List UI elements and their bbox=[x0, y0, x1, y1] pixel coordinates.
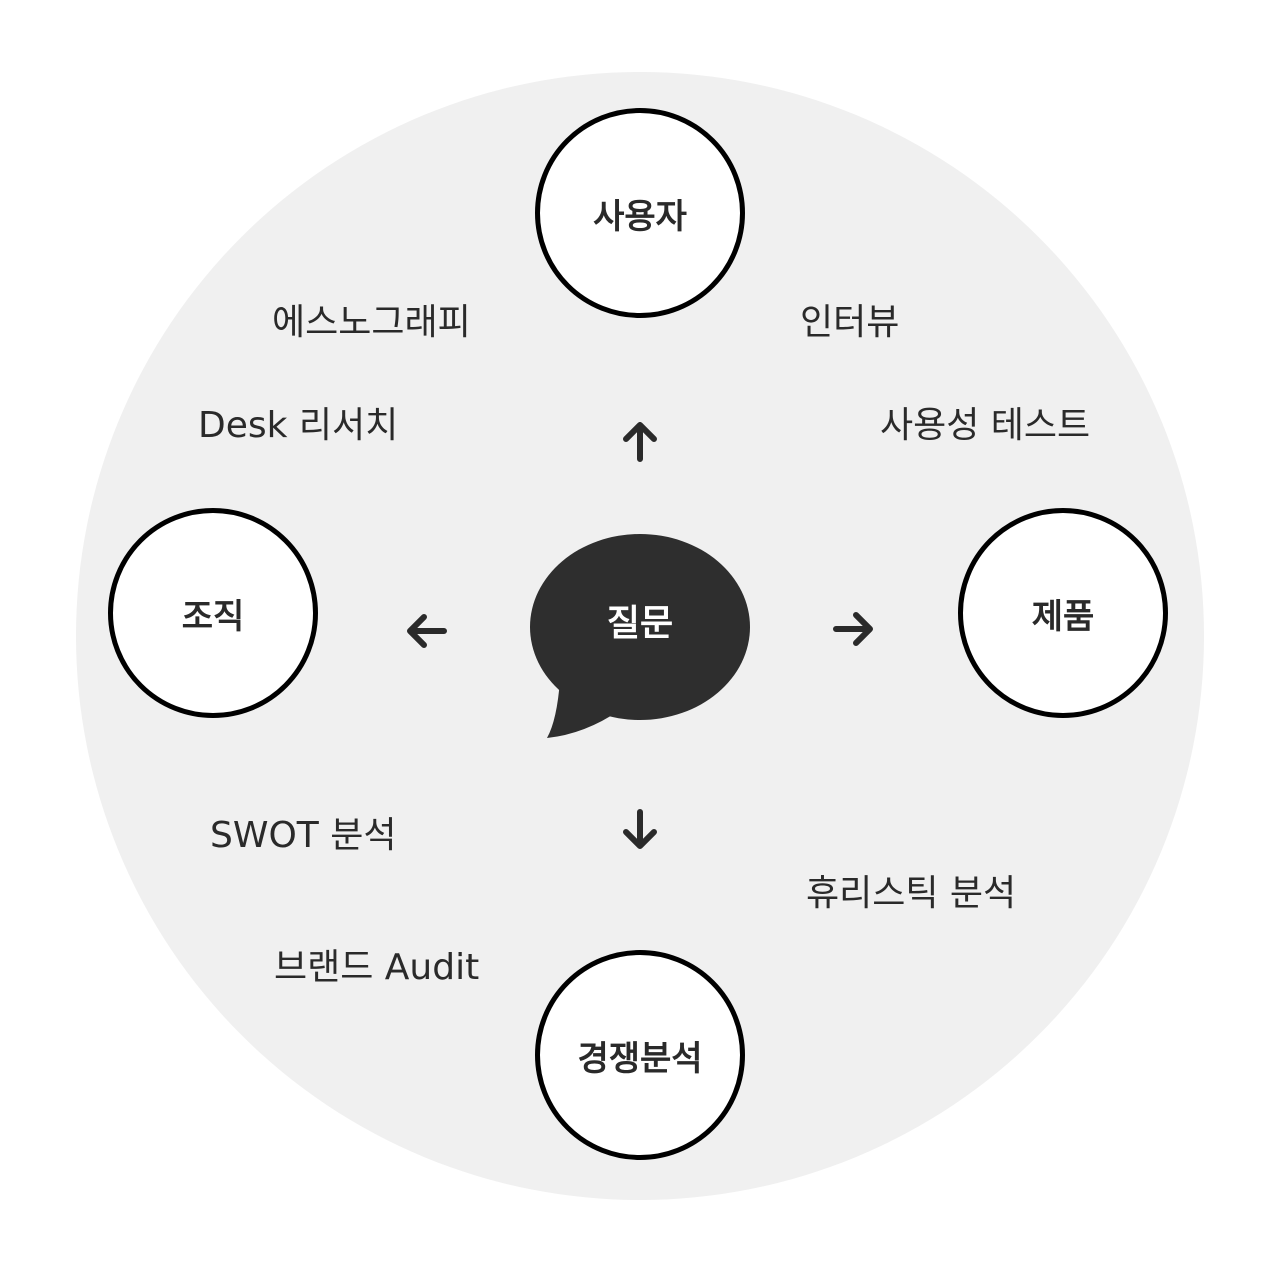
center-question-label: 질문 bbox=[606, 603, 674, 644]
node-user: 사용자 bbox=[535, 108, 745, 318]
arrow-down-icon bbox=[623, 809, 657, 849]
method-desk-research: Desk 리서치 bbox=[198, 405, 399, 446]
node-competition-label: 경쟁분석 bbox=[577, 1038, 703, 1079]
method-usability-test: 사용성 테스트 bbox=[880, 405, 1091, 446]
method-swot: SWOT 분석 bbox=[210, 815, 397, 856]
node-product: 제품 bbox=[958, 508, 1168, 718]
arrow-left-icon bbox=[407, 614, 447, 648]
node-competition: 경쟁분석 bbox=[535, 950, 745, 1160]
method-brand-audit: 브랜드 Audit bbox=[274, 947, 480, 988]
node-product-label: 제품 bbox=[1031, 596, 1095, 637]
method-interview: 인터뷰 bbox=[800, 302, 900, 343]
node-user-label: 사용자 bbox=[593, 196, 687, 237]
method-heuristic: 휴리스틱 분석 bbox=[806, 873, 1017, 914]
node-org: 조직 bbox=[108, 508, 318, 718]
arrow-right-icon bbox=[833, 612, 873, 646]
speech-bubble-icon bbox=[530, 534, 750, 738]
node-org-label: 조직 bbox=[181, 596, 245, 637]
arrow-up-icon bbox=[623, 422, 657, 462]
method-ethnography: 에스노그래피 bbox=[272, 302, 471, 343]
